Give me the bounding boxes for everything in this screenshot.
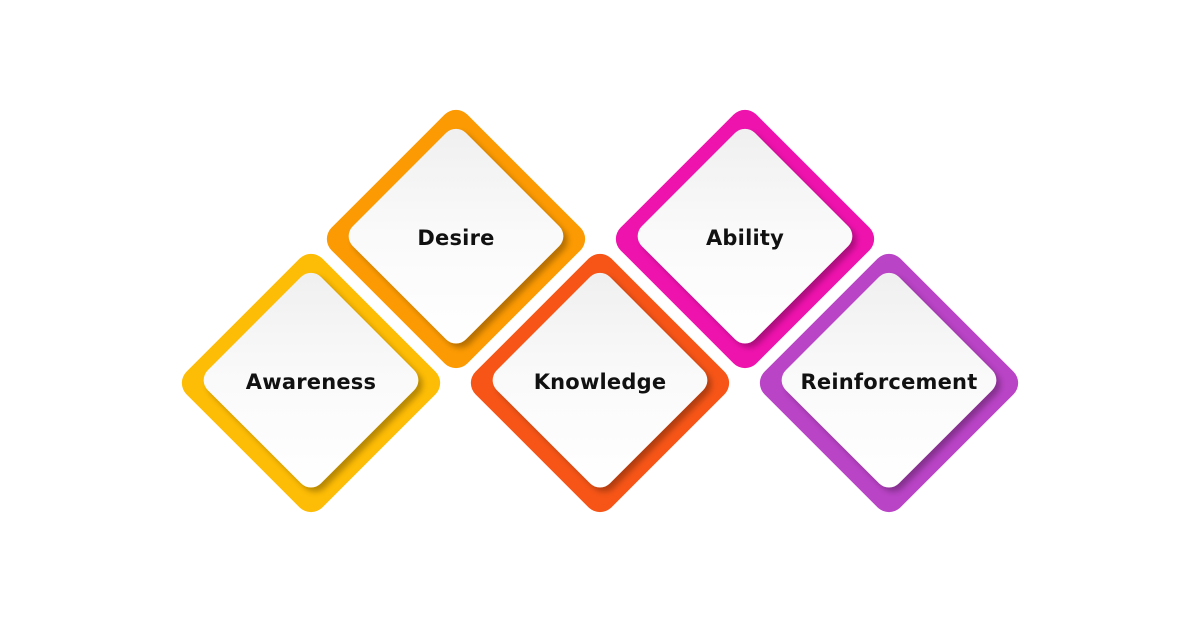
awareness-label: Awareness xyxy=(245,370,377,394)
ability-label: Ability xyxy=(705,226,784,250)
knowledge-label: Knowledge xyxy=(533,370,667,394)
desire-label: Desire xyxy=(417,226,495,250)
reinforcement-label: Reinforcement xyxy=(800,370,978,394)
